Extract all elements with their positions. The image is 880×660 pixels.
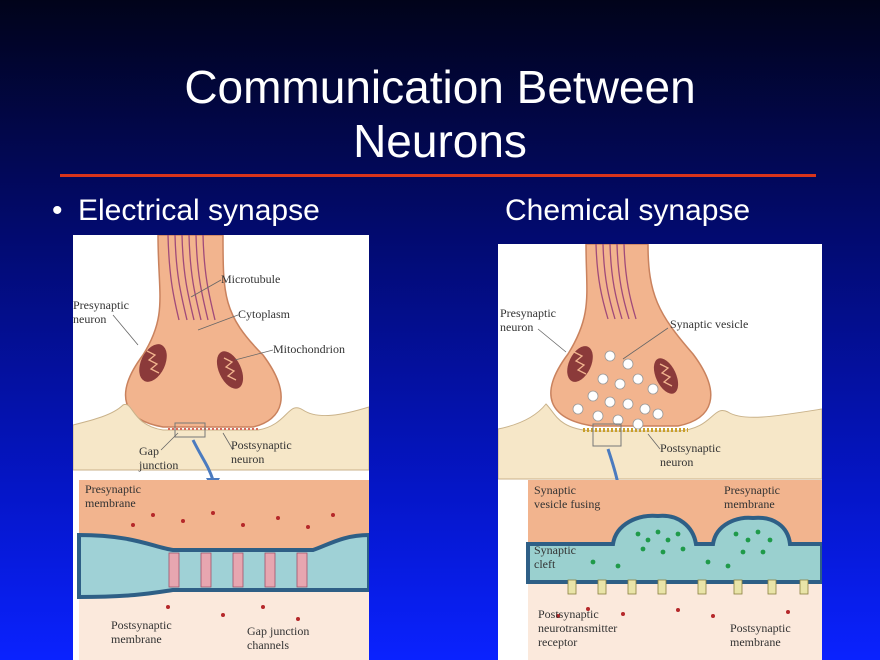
zoom-membranes <box>526 513 822 584</box>
label-vesicle-fusing-2: vesicle fusing <box>534 497 600 511</box>
label-postsynaptic-neuron-1: Postsynaptic <box>660 441 721 455</box>
label-gap-junction-2: junction <box>138 458 178 472</box>
label-receptor-3: receptor <box>538 635 577 649</box>
title-divider <box>60 174 816 177</box>
label-postsynaptic-neuron-2: neuron <box>660 455 693 469</box>
mitochondrion-right <box>216 351 244 389</box>
electrical-synapse-diagram: Microtubule Presynaptic neuron Cytoplasm… <box>73 235 369 660</box>
title-line-2: Neurons <box>353 115 527 167</box>
label-postsynaptic-membrane-1: Postsynaptic <box>111 618 172 632</box>
neurotransmitter-molecules <box>590 529 773 569</box>
zoom-box <box>592 423 622 447</box>
label-leaders <box>537 327 669 450</box>
label-presynaptic-membrane-2: membrane <box>724 497 775 511</box>
mitochondrion-left <box>139 344 167 382</box>
label-gap-junction-1: Gap <box>139 444 159 458</box>
label-presynaptic-neuron-1: Presynaptic <box>500 306 556 320</box>
label-presynaptic-neuron-1: Presynaptic <box>73 298 129 312</box>
label-receptor-1: Postsynaptic <box>538 607 599 621</box>
presynaptic-terminal <box>124 235 282 428</box>
electrical-synapse-figure: Microtubule Presynaptic neuron Cytoplasm… <box>73 235 369 660</box>
label-presynaptic-membrane-1: Presynaptic <box>85 482 141 496</box>
ions <box>556 607 790 618</box>
label-leaders <box>112 279 274 451</box>
zoom-arrow <box>191 439 215 481</box>
label-postsynaptic-neuron-2: neuron <box>231 452 264 466</box>
label-receptor-2: neurotransmitter <box>538 621 617 635</box>
label-microtubule: Microtubule <box>221 272 280 286</box>
chemical-heading: Chemical synapse <box>505 194 751 227</box>
chemical-synapse-diagram: Presynaptic neuron Synaptic vesicle Post… <box>498 244 822 660</box>
postsynaptic-neuron-shape <box>73 403 369 471</box>
label-presynaptic-membrane-2: membrane <box>85 496 136 510</box>
label-vesicle-fusing-1: Synaptic <box>534 483 576 497</box>
bullet-dot: • <box>52 194 63 227</box>
label-gap-channels-1: Gap junction <box>247 624 309 638</box>
presynaptic-terminal <box>550 244 712 427</box>
label-cytoplasm: Cytoplasm <box>238 307 291 321</box>
slide-title: Communication Between Neurons <box>0 60 880 168</box>
neurotransmitter-receptors <box>567 579 809 595</box>
label-postsynaptic-membrane-2: membrane <box>730 635 781 649</box>
synaptic-vesicles <box>572 350 664 430</box>
mitochondrion-left <box>567 346 593 382</box>
label-presynaptic-neuron-2: neuron <box>500 320 533 334</box>
postsynaptic-neuron-shape <box>498 403 822 480</box>
zoom-membranes <box>77 532 369 600</box>
label-mitochondrion: Mitochondrion <box>273 342 345 356</box>
bullet-electrical: • Electrical synapse <box>52 194 320 228</box>
label-presynaptic-membrane-1: Presynaptic <box>724 483 780 497</box>
zoom-box <box>174 422 206 438</box>
chemical-synapse-figure: Presynaptic neuron Synaptic vesicle Post… <box>498 244 822 660</box>
microtubules <box>595 244 637 320</box>
label-postsynaptic-neuron-1: Postsynaptic <box>231 438 292 452</box>
gap-junction-channels <box>168 552 308 588</box>
label-cleft-2: cleft <box>534 557 556 571</box>
label-postsynaptic-membrane-1: Postsynaptic <box>730 621 791 635</box>
label-presynaptic-neuron-2: neuron <box>73 312 106 326</box>
ions <box>131 511 335 621</box>
label-cleft-1: Synaptic <box>534 543 576 557</box>
mitochondrion-right <box>653 358 679 394</box>
title-line-1: Communication Between <box>184 61 696 113</box>
label-gap-channels-2: channels <box>247 638 289 652</box>
microtubules <box>167 235 216 321</box>
electrical-heading: Electrical synapse <box>78 194 320 227</box>
zoom-inset-lower <box>528 584 822 660</box>
label-synaptic-vesicle: Synaptic vesicle <box>670 317 748 331</box>
label-postsynaptic-membrane-2: membrane <box>111 632 162 646</box>
